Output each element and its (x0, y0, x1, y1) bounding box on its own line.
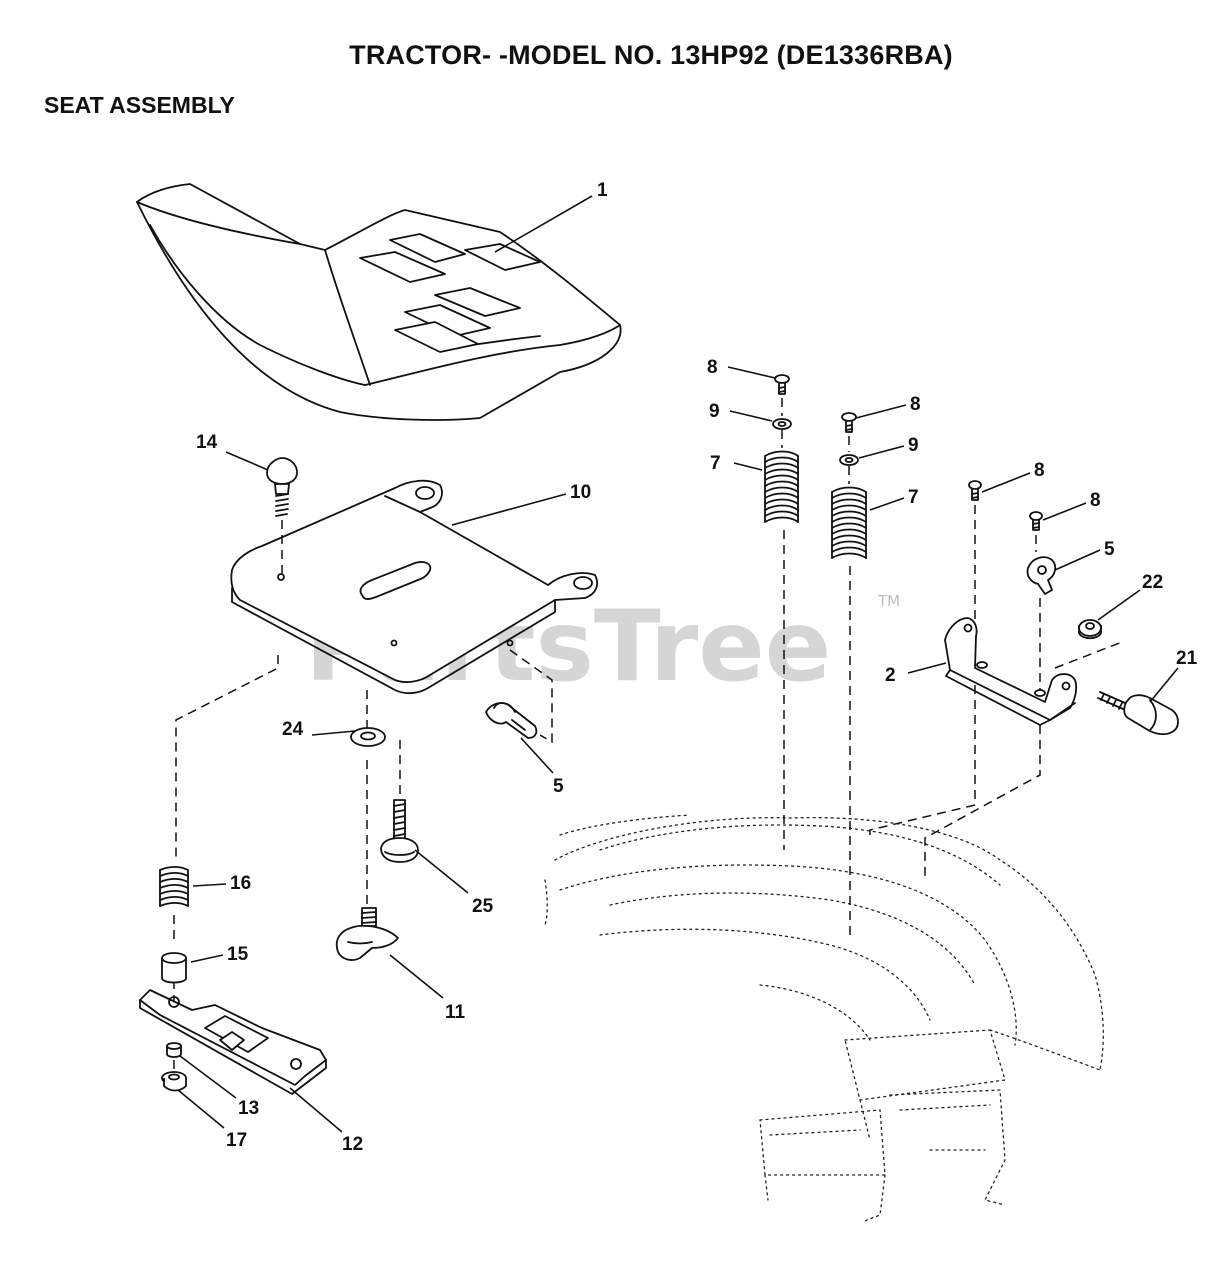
part-flange-nut (161, 1071, 187, 1092)
callout-25: 25 (472, 896, 494, 917)
callout-8-c: 8 (1034, 460, 1045, 481)
page-title: TRACTOR- -MODEL NO. 13HP92 (DE1336RBA) (349, 40, 953, 70)
part-carriage-bolt (266, 457, 298, 517)
callout-13: 13 (238, 1098, 259, 1119)
callout-21: 21 (1176, 648, 1198, 669)
callout-7-a: 7 (710, 453, 721, 474)
part-seat (136, 183, 622, 421)
callout-17: 17 (226, 1130, 247, 1151)
part-washer-9b (839, 454, 859, 466)
part-pivot-bracket (944, 617, 1078, 726)
part-shoulder-bolt (380, 799, 419, 863)
part-shoulder-bolt-21 (1097, 691, 1179, 736)
callout-12: 12 (342, 1134, 363, 1155)
callout-8-b: 8 (910, 394, 921, 415)
part-screw-8d (1029, 511, 1043, 531)
callout-9-a: 9 (709, 401, 720, 422)
part-spring-small (159, 866, 189, 908)
part-washer (350, 727, 386, 747)
callout-8-a: 8 (707, 357, 718, 378)
part-hairpin-clip-left (485, 702, 538, 739)
callout-16: 16 (230, 873, 251, 894)
part-screw-8b (841, 412, 857, 433)
part-screw-8a (774, 374, 790, 395)
callout-2: 2 (885, 665, 896, 686)
part-spring-7a (764, 450, 799, 523)
part-screw-8c (968, 480, 982, 501)
callout-5-left: 5 (553, 776, 564, 797)
part-seat-bracket (139, 989, 327, 1095)
callout-5-right: 5 (1104, 539, 1115, 560)
part-washer-9a (772, 418, 792, 430)
part-nut (166, 1042, 182, 1058)
part-spacer (161, 952, 187, 984)
callout-22: 22 (1142, 572, 1163, 593)
callout-11: 11 (445, 1002, 466, 1023)
callout-10: 10 (570, 482, 591, 503)
callout-9-b: 9 (908, 435, 919, 456)
part-hairpin-clip-right (1026, 556, 1057, 595)
part-spring-7b (831, 486, 867, 559)
callout-14: 14 (196, 432, 218, 453)
callout-7-b: 7 (908, 487, 919, 508)
callout-15: 15 (227, 944, 249, 965)
callout-8-d: 8 (1090, 490, 1101, 511)
section-title: SEAT ASSEMBLY (44, 92, 235, 118)
tractor-fender-outline (544, 814, 1104, 1223)
part-adjustment-knob (335, 907, 399, 961)
part-spacer-22 (1078, 619, 1102, 640)
callout-24: 24 (282, 719, 304, 740)
callout-1: 1 (597, 180, 608, 201)
part-seat-pan (230, 479, 598, 695)
watermark-trademark: TM (877, 592, 900, 610)
